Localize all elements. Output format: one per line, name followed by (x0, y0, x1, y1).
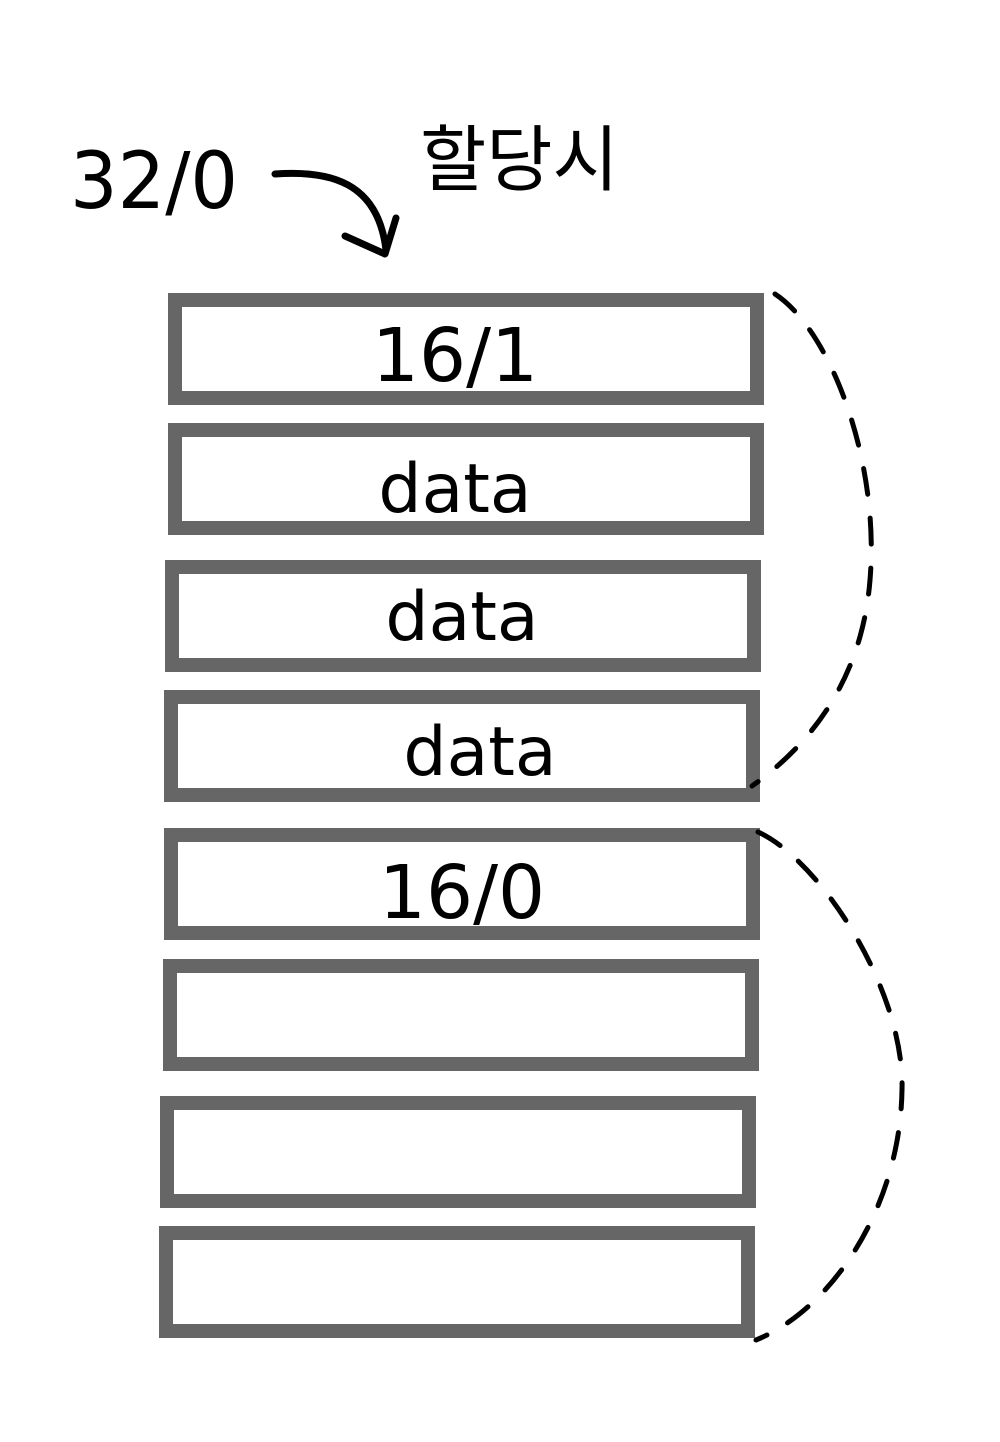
block-group-free (159, 828, 760, 1338)
block-group-allocated (164, 293, 764, 802)
block-label: data (403, 713, 556, 792)
data-block (168, 423, 764, 535)
request-caption: 할당시 (420, 118, 619, 202)
allocated-span-bracket (749, 291, 874, 789)
block-label: data (385, 578, 538, 657)
header-block-free (164, 828, 760, 940)
block-label: data (378, 450, 531, 529)
free-span-bracket (753, 829, 905, 1343)
block-label: 16/1 (372, 313, 538, 399)
request-label: 32/0 (70, 137, 238, 227)
block-label: 16/0 (379, 850, 545, 936)
empty-block (163, 959, 759, 1071)
header-block-allocated (168, 293, 764, 405)
allocation-arrow (271, 169, 390, 254)
allocation-arrow-head (341, 214, 400, 258)
empty-block (160, 1096, 756, 1208)
data-block (164, 690, 760, 802)
empty-block (159, 1226, 755, 1338)
data-block (165, 560, 761, 672)
